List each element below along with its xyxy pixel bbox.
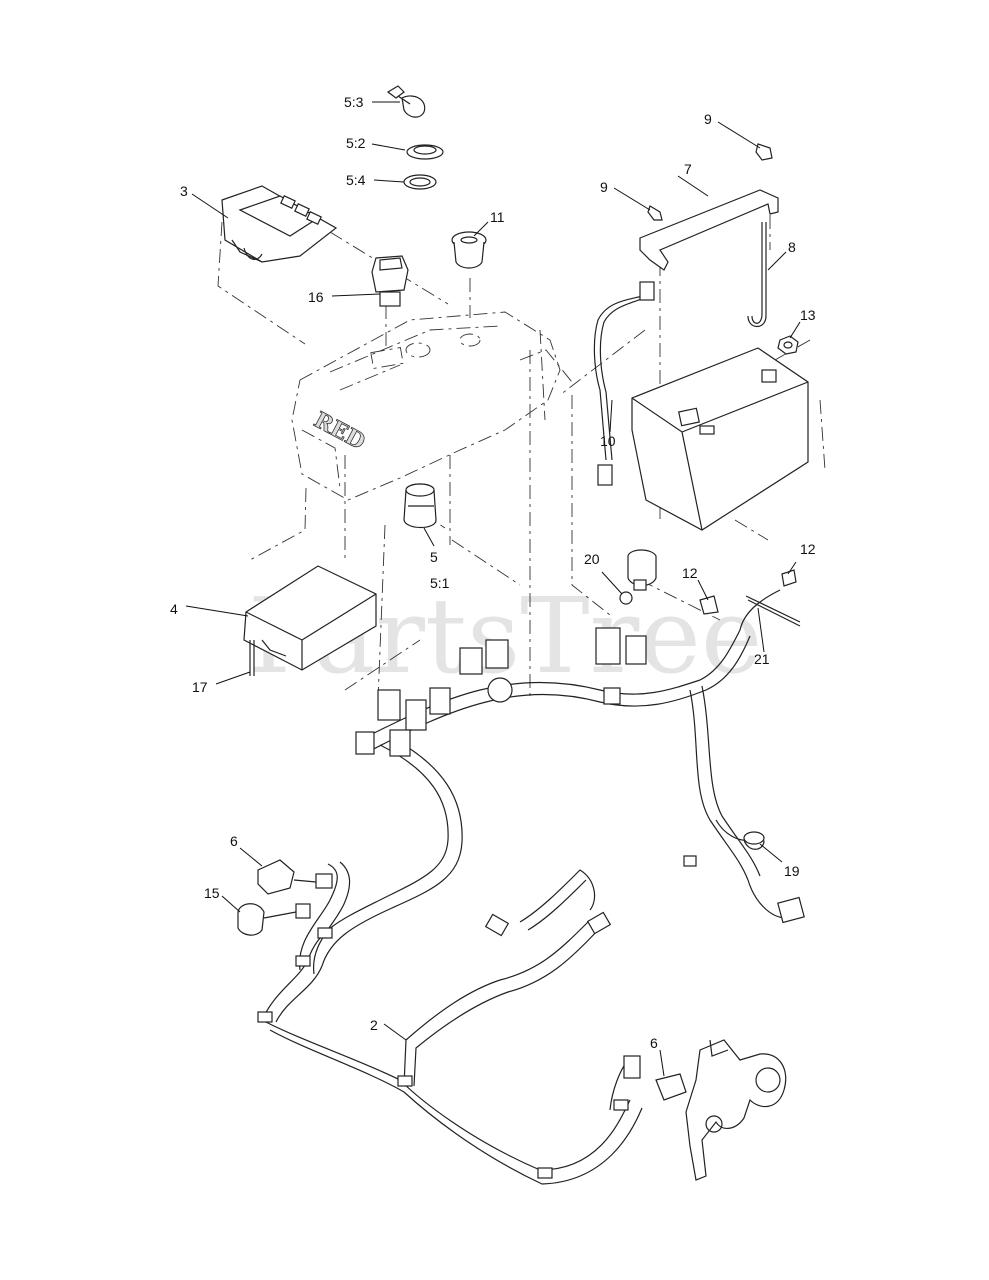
switch-16: [371, 255, 409, 307]
callout-5-1: 5:1: [430, 575, 450, 591]
callout-15: 15: [204, 885, 220, 901]
j-bolt-8: [747, 222, 767, 328]
diode-15: [237, 903, 311, 936]
screw-9-left: [647, 205, 663, 221]
ring-terminal-19: [743, 831, 765, 845]
callout-9-upper: 9: [704, 111, 712, 127]
callout-13: 13: [800, 307, 816, 323]
wire-lead-10: [593, 281, 655, 486]
power-outlet-11: [451, 231, 487, 269]
nut-13: [777, 335, 799, 355]
battery: [631, 347, 809, 531]
callout-17: 17: [192, 679, 208, 695]
callout-labels: 5:3 5:2 5:4 3 9 7 9 11 8 16 13 10 5 5:1 …: [170, 94, 816, 1051]
key-5-3: [386, 85, 426, 118]
callout-8: 8: [788, 239, 796, 255]
callout-20: 20: [584, 551, 600, 567]
grommet-5-2: [406, 144, 444, 160]
harness-connectors-cluster: [355, 589, 805, 924]
fuse-holder: [627, 549, 657, 591]
screw-9-right: [755, 143, 773, 161]
callout-12-right: 12: [800, 541, 816, 557]
plug-20: [619, 591, 633, 605]
callout-10: 10: [600, 433, 616, 449]
callout-12-left: 12: [682, 565, 698, 581]
svg-text:RED: RED: [310, 407, 370, 455]
callout-5-4: 5:4: [346, 172, 366, 188]
brake-bracket-assembly: [685, 1039, 787, 1181]
battery-bracket-7: [639, 189, 779, 271]
callout-4: 4: [170, 601, 178, 617]
callout-3: 3: [180, 183, 188, 199]
wire-harness-2: [257, 737, 643, 1185]
callout-5-3: 5:3: [344, 94, 364, 110]
callout-9-lower: 9: [600, 179, 608, 195]
relay-6-upper: [257, 859, 333, 895]
callout-7: 7: [684, 161, 692, 177]
callout-5: 5: [430, 549, 438, 565]
ignition-switch-5: [403, 483, 437, 529]
callout-2: 2: [370, 1017, 378, 1033]
callout-5-2: 5:2: [346, 135, 366, 151]
switch-6-lower: [623, 1055, 687, 1101]
callout-6-lower: 6: [650, 1035, 658, 1051]
callout-19: 19: [784, 863, 800, 879]
callout-6-upper: 6: [230, 833, 238, 849]
washer-5-4: [403, 174, 437, 190]
bolt-12-left: [699, 595, 719, 615]
callout-11: 11: [490, 209, 505, 225]
display-console-3: [221, 185, 338, 263]
callout-21: 21: [754, 651, 770, 667]
leader-lines: [185, 101, 801, 1077]
callout-16: 16: [308, 289, 324, 305]
controller-4: [243, 565, 377, 671]
screw-17: [249, 640, 255, 676]
